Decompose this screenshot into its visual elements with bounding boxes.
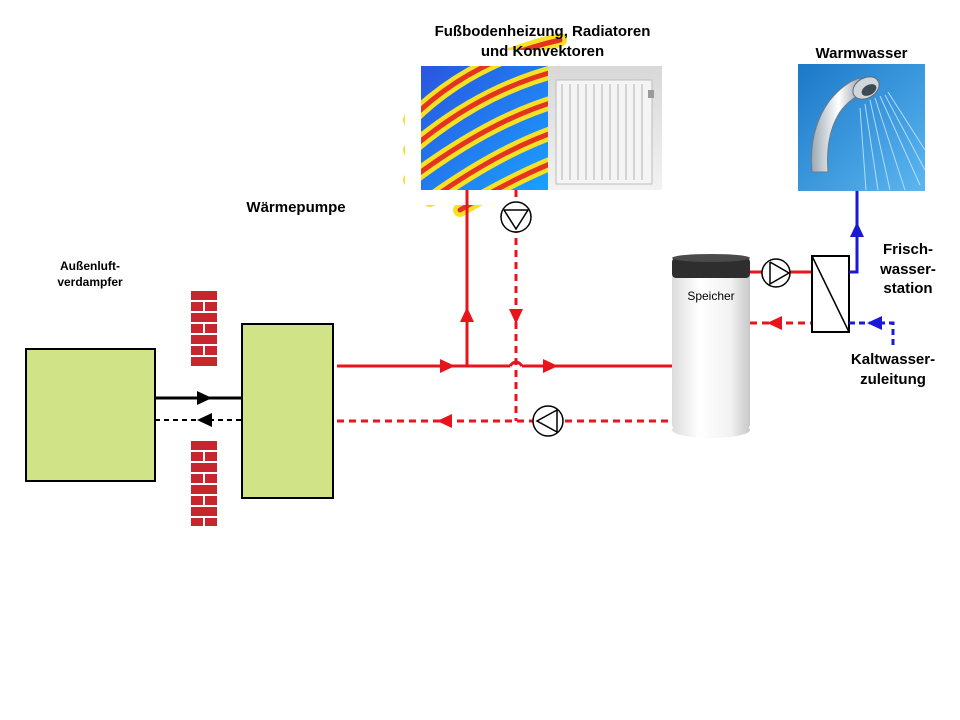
floor-heating-label-line-2: und Konvektoren: [480, 42, 605, 60]
heat-pump-label: Wärmepumpe: [236, 198, 356, 218]
cold-water-arrow: [867, 316, 882, 330]
floor-heating-label: Fußbodenheizung, Radiatoren und Konvekto…: [420, 22, 665, 61]
cold-water-label-line-2: zuleitung: [860, 370, 926, 388]
heat-exchanger: [811, 255, 850, 333]
heating-return-down-arrow: [509, 309, 523, 324]
return-arrow: [437, 414, 452, 428]
floor-heating-label-line-1: Fußbodenheizung, Radiatoren: [434, 23, 651, 40]
fresh-water-label-line-3: station: [883, 280, 933, 297]
heating-supply-up-arrow: [460, 307, 474, 322]
cold-water-label-line-1: Kaltwasser-: [850, 351, 936, 368]
heat-pump-label-text: Wärmepumpe: [246, 199, 346, 216]
heating-circuit-pump: [500, 201, 532, 233]
flow-arrow-left: [197, 413, 212, 427]
return-pump: [532, 405, 564, 437]
fresh-water-station-label: Frisch- wasser- station: [868, 240, 948, 299]
warm-water-label-text: Warmwasser: [815, 45, 908, 62]
cold-water-supply-label: Kaltwasser- zuleitung: [838, 350, 948, 389]
brick-wall-upper: [189, 289, 219, 368]
refrigerant-lines: [155, 391, 242, 427]
heat-pump-unit: [241, 323, 334, 499]
brick-wall-lower: [189, 439, 219, 528]
evaporator-label-line-2: verdampfer: [57, 274, 123, 289]
supply-arrow-2: [543, 359, 558, 373]
outdoor-evaporator-unit: [25, 348, 156, 482]
storage-label: Speicher: [672, 289, 750, 305]
evaporator-label: Außenluft- verdampfer: [40, 259, 140, 290]
warm-water-outlet: [849, 191, 859, 274]
warm-water-up-arrow: [850, 222, 864, 237]
shower-image: [798, 64, 926, 191]
warm-water-label: Warmwasser: [798, 44, 925, 64]
storage-label-text: Speicher: [687, 289, 735, 303]
fresh-water-return-arrow: [767, 316, 782, 330]
storage-tank: [672, 254, 750, 438]
fresh-water-pump: [761, 258, 791, 288]
fresh-water-label-line-2: wasser-: [880, 260, 936, 278]
supply-arrow-1: [440, 359, 455, 373]
fresh-water-label-line-1: Frisch-: [882, 241, 933, 258]
radiator-image: [548, 66, 662, 190]
cold-water-inlet: [849, 321, 895, 346]
flow-arrow-right: [197, 391, 212, 405]
evaporator-label-line-1: Außenluft-: [60, 259, 120, 273]
